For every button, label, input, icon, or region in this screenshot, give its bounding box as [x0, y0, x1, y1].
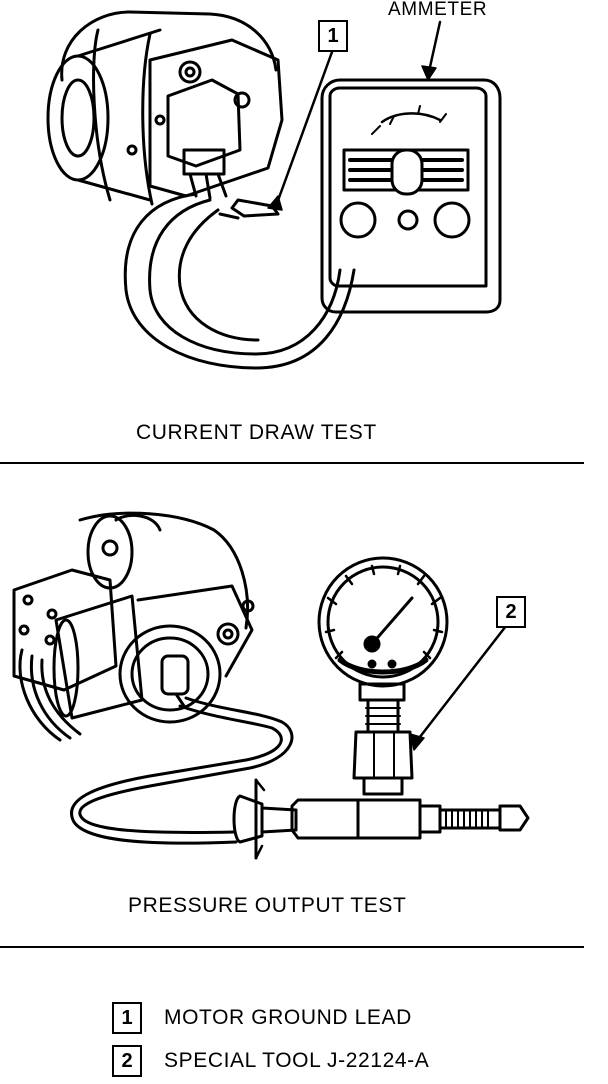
legend-number: 1 — [112, 1002, 142, 1034]
legend-item-1: 1 MOTOR GROUND LEAD — [112, 1002, 412, 1034]
leader-lines-top — [267, 20, 442, 211]
divider-top — [0, 462, 584, 464]
divider-bottom — [0, 946, 584, 948]
test-leads-top — [123, 192, 356, 370]
callout-2: 2 — [496, 596, 526, 628]
ammeter-label: AMMETER — [388, 0, 488, 20]
pressure-hose — [70, 696, 294, 845]
pump-motor-top — [46, 10, 284, 220]
leader-line-bottom — [409, 624, 508, 751]
caption-pressure-output-test: PRESSURE OUTPUT TEST — [128, 894, 407, 917]
legend-text: MOTOR GROUND LEAD — [164, 1006, 412, 1029]
pressure-gauge — [232, 556, 530, 860]
caption-current-draw-test: CURRENT DRAW TEST — [136, 421, 377, 444]
legend-item-2: 2 SPECIAL TOOL J-22124-A — [112, 1045, 429, 1077]
legend-text: SPECIAL TOOL J-22124-A — [164, 1049, 430, 1072]
callout-1: 1 — [318, 20, 348, 52]
legend-number: 2 — [112, 1045, 142, 1077]
ammeter-device — [320, 78, 502, 314]
pump-motor-bottom — [12, 511, 255, 742]
